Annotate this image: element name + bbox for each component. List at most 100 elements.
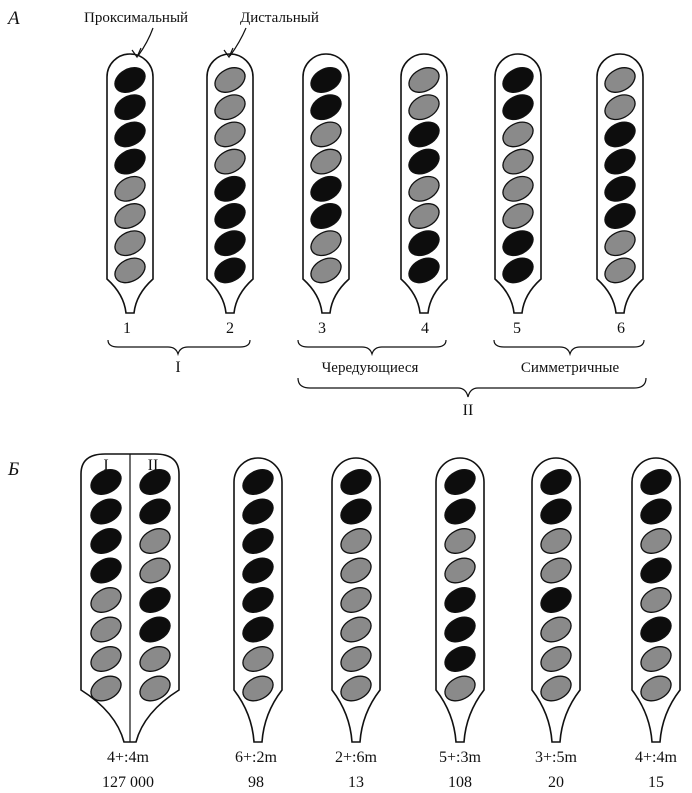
light-spore xyxy=(499,172,538,206)
distal-arrow-icon xyxy=(230,28,246,56)
ascus-ratio: 4+:4m xyxy=(635,749,677,766)
light-spore xyxy=(307,253,346,287)
ascus-count: 15 xyxy=(648,774,664,791)
light-spore xyxy=(136,524,175,558)
light-spore xyxy=(87,612,126,646)
light-spore xyxy=(441,524,480,558)
ascus-count: 20 xyxy=(548,774,564,791)
light-spore xyxy=(537,553,576,587)
dark-spore xyxy=(405,226,444,260)
light-spore xyxy=(537,612,576,646)
dark-spore xyxy=(87,524,126,558)
ascus-number-2: 2 xyxy=(226,320,234,337)
light-spore xyxy=(537,524,576,558)
ascus-ratio: 6+:2m xyxy=(235,749,277,766)
light-spore xyxy=(441,553,480,587)
dark-spore xyxy=(601,172,640,206)
dark-spore xyxy=(239,494,278,528)
dark-spore xyxy=(499,63,538,97)
light-spore xyxy=(405,199,444,233)
dark-spore xyxy=(441,612,480,646)
dark-spore xyxy=(87,465,126,499)
pair-count: 127 000 xyxy=(102,774,154,791)
dark-spore xyxy=(136,583,175,617)
dark-spore xyxy=(211,172,250,206)
dark-spore xyxy=(211,199,250,233)
ascus-ratio: 5+:3m xyxy=(439,749,481,766)
dark-spore xyxy=(441,642,480,676)
dark-spore xyxy=(637,612,676,646)
dark-spore xyxy=(441,583,480,617)
dark-spore xyxy=(111,144,150,178)
light-spore xyxy=(441,671,480,705)
ascus-count: 108 xyxy=(448,774,472,791)
dark-spore xyxy=(211,253,250,287)
light-spore xyxy=(307,144,346,178)
ascus-number-3: 3 xyxy=(318,320,326,337)
dark-spore xyxy=(601,144,640,178)
light-spore xyxy=(337,642,376,676)
panel-a-asci xyxy=(107,54,643,313)
ascus-ratio: 3+:5m xyxy=(535,749,577,766)
dark-spore xyxy=(111,117,150,151)
light-spore xyxy=(211,63,250,97)
panel-label-a: А xyxy=(6,8,20,29)
light-spore xyxy=(136,553,175,587)
dark-spore xyxy=(499,90,538,124)
light-spore xyxy=(637,583,676,617)
light-spore xyxy=(111,199,150,233)
light-spore xyxy=(111,226,150,260)
light-spore xyxy=(337,553,376,587)
light-spore xyxy=(111,172,150,206)
dark-spore xyxy=(405,117,444,151)
light-spore xyxy=(136,671,175,705)
group-1-brace xyxy=(108,340,250,354)
dark-spore xyxy=(441,465,480,499)
ascus-count: 13 xyxy=(348,774,364,791)
light-spore xyxy=(601,90,640,124)
light-spore xyxy=(405,90,444,124)
light-spore xyxy=(87,642,126,676)
alternating-label: Чередующиеся xyxy=(322,360,419,376)
dark-spore xyxy=(111,63,150,97)
dark-spore xyxy=(637,553,676,587)
dark-spore xyxy=(87,494,126,528)
dark-spore xyxy=(441,494,480,528)
light-spore xyxy=(337,612,376,646)
dark-spore xyxy=(537,494,576,528)
light-spore xyxy=(111,253,150,287)
light-spore xyxy=(239,671,278,705)
dark-spore xyxy=(499,253,538,287)
pair-ratio: 4+:4m xyxy=(107,749,149,766)
group-2-label: II xyxy=(463,402,474,419)
light-spore xyxy=(637,524,676,558)
dark-spore xyxy=(307,172,346,206)
light-spore xyxy=(136,642,175,676)
group-2-brace xyxy=(298,378,646,397)
dark-spore xyxy=(136,465,175,499)
dark-spore xyxy=(537,583,576,617)
dark-spore xyxy=(239,524,278,558)
symmetric-brace xyxy=(494,340,644,354)
dark-spore xyxy=(239,612,278,646)
dark-spore xyxy=(136,612,175,646)
dark-spore xyxy=(405,144,444,178)
light-spore xyxy=(211,117,250,151)
ascus-number-5: 5 xyxy=(513,320,521,337)
light-spore xyxy=(601,253,640,287)
dark-spore xyxy=(136,494,175,528)
dark-spore xyxy=(87,553,126,587)
light-spore xyxy=(405,172,444,206)
dark-spore xyxy=(211,226,250,260)
dark-spore xyxy=(637,465,676,499)
dark-spore xyxy=(601,117,640,151)
dark-spore xyxy=(307,199,346,233)
dark-spore xyxy=(239,553,278,587)
light-spore xyxy=(499,117,538,151)
dark-spore xyxy=(337,465,376,499)
light-spore xyxy=(211,90,250,124)
light-spore xyxy=(337,524,376,558)
symmetric-label: Симметричные xyxy=(521,360,620,376)
light-spore xyxy=(499,199,538,233)
